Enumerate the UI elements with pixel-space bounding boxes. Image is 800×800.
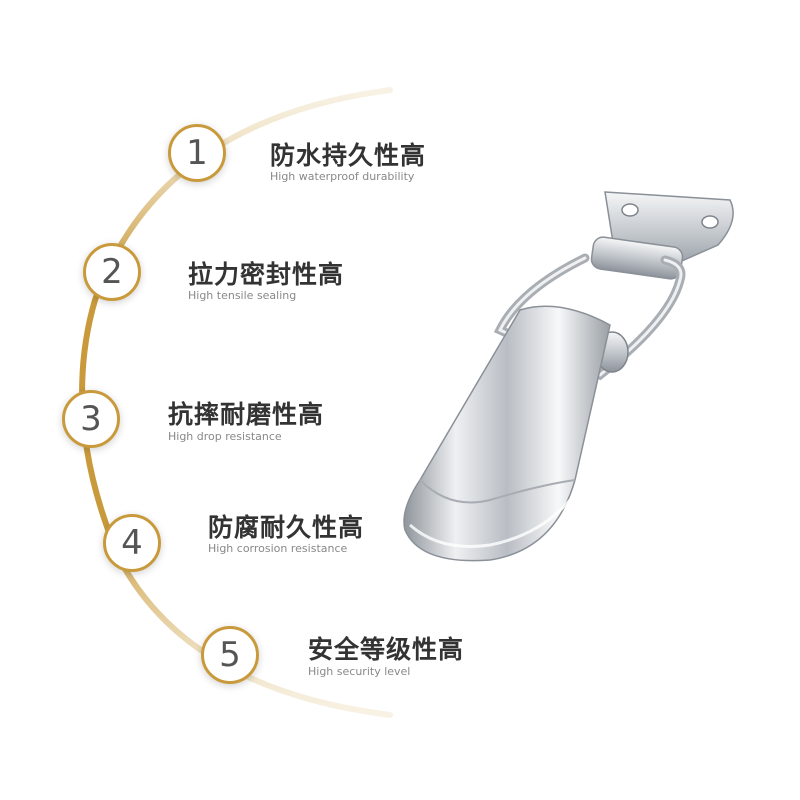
number-label: 1 — [186, 133, 208, 173]
feature-title: 防腐耐久性高 — [208, 513, 365, 542]
feature-subtitle: High drop resistance — [168, 430, 282, 443]
toggle-latch-image — [403, 191, 734, 562]
number-label: 5 — [219, 635, 241, 675]
feature-title: 抗摔耐磨性高 — [168, 400, 325, 429]
hook-plate — [590, 191, 734, 280]
number-badge: 3 — [62, 390, 120, 448]
number-label: 2 — [101, 252, 123, 292]
number-label: 4 — [121, 523, 143, 563]
lever-body — [403, 305, 611, 562]
feature-subtitle: High waterproof durability — [270, 170, 415, 183]
feature-subtitle: High tensile sealing — [188, 289, 297, 302]
feature-subtitle: High corrosion resistance — [208, 542, 348, 555]
feature-title: 拉力密封性高 — [188, 260, 345, 289]
feature-subtitle: High security level — [308, 665, 411, 678]
feature-title: 安全等级性高 — [308, 635, 465, 664]
number-badge: 2 — [83, 243, 141, 301]
number-badge: 1 — [168, 124, 226, 182]
number-label: 3 — [80, 399, 102, 439]
number-badge: 5 — [201, 626, 259, 684]
feature-title: 防水持久性高 — [270, 141, 427, 170]
number-badge: 4 — [103, 514, 161, 572]
